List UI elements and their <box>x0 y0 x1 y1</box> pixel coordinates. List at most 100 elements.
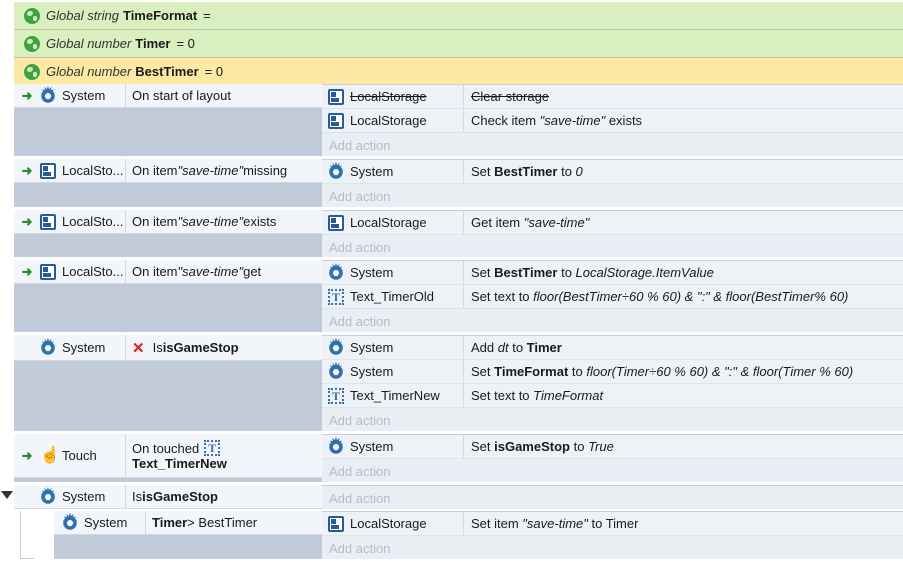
gear-icon <box>328 337 344 356</box>
action-value: dt <box>497 340 509 355</box>
action-text-mid: to <box>508 340 527 355</box>
event-block-5: System Add dt to Timer System Set TimeFo… <box>14 335 903 431</box>
condition-text-suffix: exists <box>243 214 277 229</box>
action-text: Set <box>471 439 495 454</box>
condition-text: On start of layout <box>132 88 231 103</box>
condition-object: Touch <box>62 448 97 463</box>
condition-row[interactable]: System ✕Is isGameStop <box>14 335 322 361</box>
add-action-link[interactable]: Add action <box>329 137 391 153</box>
event-block-3: LocalStorage Get item "save-time" Add ac… <box>14 210 903 257</box>
action-text: Set text to <box>471 289 534 304</box>
event-block-6: System Set isGameStop to True Add action… <box>14 434 903 482</box>
storage-icon <box>40 162 56 179</box>
global-var-name: Timer <box>135 36 171 51</box>
action-area: System Set isGameStop to True Add action <box>322 434 903 482</box>
condition-row[interactable]: ➜ LocalSto... On item "save-time" exists <box>14 210 322 234</box>
action-object: System <box>350 364 394 379</box>
action-row[interactable]: System Set TimeFormat to floor(Timer÷60 … <box>322 360 903 384</box>
action-row[interactable]: System Add dt to Timer <box>322 336 903 360</box>
condition-var: isGameStop <box>142 489 218 504</box>
action-row[interactable]: LocalStorage Get item "save-time" <box>322 211 903 235</box>
condition-object: System <box>62 340 106 355</box>
action-text: Check item <box>471 113 540 128</box>
action-area: System Set BestTimer to LocalStorage.Ite… <box>322 260 903 332</box>
action-text: Set <box>471 164 495 179</box>
action-key: "save-time" <box>523 215 590 230</box>
storage-icon <box>328 515 344 532</box>
action-row[interactable]: System Set BestTimer to LocalStorage.Ite… <box>322 261 903 285</box>
add-action-link[interactable]: Add action <box>329 188 391 204</box>
action-var: isGameStop <box>494 439 570 454</box>
condition-row[interactable]: System Timer > BestTimer <box>54 511 322 535</box>
global-var-type: Global string <box>46 8 119 23</box>
touch-icon: ☝ <box>40 446 60 464</box>
action-text: Set <box>471 265 495 280</box>
action-value: True <box>588 439 614 454</box>
gear-icon <box>328 262 344 281</box>
event-block-1: LocalStorage Clear storage LocalStorage … <box>14 84 903 156</box>
action-text: Set text to <box>471 388 534 403</box>
action-text: Add <box>471 340 498 355</box>
condition-object: System <box>62 88 106 103</box>
action-var: BestTimer <box>494 265 558 280</box>
arrow-icon: ➜ <box>21 447 33 463</box>
condition-row[interactable]: ➜ LocalSto... On item "save-time" missin… <box>14 159 322 183</box>
action-text-mid: to <box>557 164 576 179</box>
condition-row[interactable]: ➜ LocalSto... On item "save-time" get <box>14 260 322 284</box>
arrow-icon: ➜ <box>21 87 33 103</box>
sub-event-indent <box>20 511 34 559</box>
action-area: LocalStorage Get item "save-time" Add ac… <box>322 210 903 257</box>
add-action-link[interactable]: Add action <box>329 490 391 506</box>
action-var: Timer <box>526 340 562 355</box>
storage-icon <box>328 214 344 231</box>
condition-text: On item <box>132 264 178 279</box>
condition-key: "save-time" <box>177 264 244 279</box>
storage-icon <box>40 263 56 280</box>
gear-icon <box>40 337 56 356</box>
action-row[interactable]: LocalStorage Set item "save-time" to Tim… <box>322 512 903 536</box>
storage-icon <box>328 112 344 129</box>
add-action-link[interactable]: Add action <box>329 540 391 556</box>
global-var-value: = 0 <box>176 36 195 51</box>
action-row[interactable]: System Set isGameStop to True <box>322 435 903 459</box>
action-object: LocalStorage <box>350 215 427 230</box>
condition-text-suffix: get <box>243 264 262 279</box>
sub-event-block: LocalStorage Set item "save-time" to Tim… <box>20 511 903 559</box>
condition-row[interactable]: ➜ System On start of layout <box>14 84 322 108</box>
global-var-timer[interactable]: Global number Timer = 0 <box>14 30 903 58</box>
event-block-4: System Set BestTimer to LocalStorage.Ite… <box>14 260 903 332</box>
action-object: Text_TimerNew <box>350 388 440 403</box>
add-action-link[interactable]: Add action <box>329 313 391 329</box>
action-text-mid: to <box>569 439 589 454</box>
condition-object-target: Text_TimerNew <box>132 456 227 471</box>
add-action-link[interactable]: Add action <box>329 239 391 255</box>
storage-icon <box>328 88 344 105</box>
condition-object: LocalSto... <box>62 264 124 279</box>
action-object: Text_TimerOld <box>350 289 435 304</box>
global-var-besttimer[interactable]: Global number BestTimer = 0 <box>14 58 903 86</box>
action-value: floor(BestTimer÷60 % 60) & ":" & floor(B… <box>533 289 849 304</box>
gear-icon <box>328 361 344 380</box>
add-action-link[interactable]: Add action <box>329 412 391 428</box>
action-object: System <box>350 340 394 355</box>
text-object-icon: T <box>204 440 221 456</box>
storage-icon <box>40 213 56 230</box>
action-row[interactable]: LocalStorage Clear storage <box>322 85 903 109</box>
global-var-name: BestTimer <box>135 64 199 79</box>
action-object: System <box>350 164 394 179</box>
add-action-link[interactable]: Add action <box>329 463 391 479</box>
action-row[interactable]: System Set BestTimer to 0 <box>322 160 903 184</box>
action-area: System Add dt to Timer System Set TimeFo… <box>322 335 903 431</box>
condition-object: LocalSto... <box>62 214 124 229</box>
collapse-triangle-icon[interactable] <box>1 491 13 499</box>
action-value: 0 <box>575 164 583 179</box>
condition-text: Is <box>132 489 143 504</box>
condition-text: Is <box>152 340 163 355</box>
globe-icon <box>24 35 40 52</box>
global-var-timeformat[interactable]: Global string TimeFormat = <box>14 2 903 30</box>
condition-row[interactable]: System Is isGameStop <box>14 485 322 509</box>
action-row[interactable]: LocalStorage Check item "save-time" exis… <box>322 109 903 133</box>
